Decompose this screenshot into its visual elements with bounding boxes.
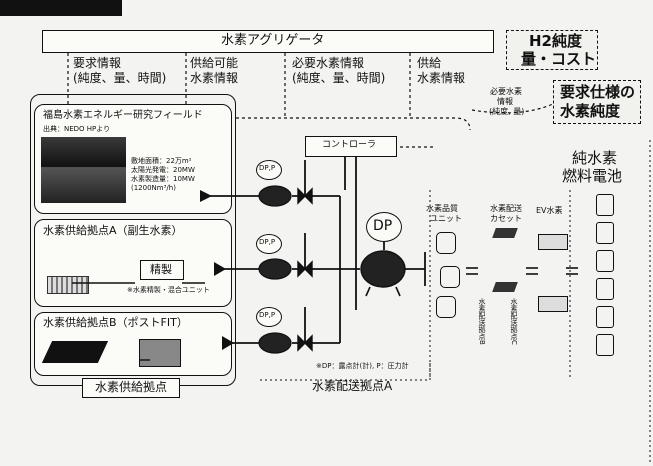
dp-gauge-1-label: DP,P xyxy=(259,164,275,172)
mix-unit-line1: 水素品質 xyxy=(426,204,458,213)
fuel-cell-icon xyxy=(596,334,614,356)
cylinder-icon xyxy=(436,232,456,254)
mix-unit-line2: ユニット xyxy=(430,214,462,223)
fuel-cell-line1: 純水素 xyxy=(572,150,617,167)
dp-gauge-3: DP,P xyxy=(256,307,282,327)
legend-note: ※DP：露点計(計), P：圧力計 xyxy=(316,362,409,370)
fuel-cell-icon xyxy=(596,222,614,244)
truck-icon xyxy=(538,234,568,250)
dp-gauge-1: DP,P xyxy=(256,160,282,180)
fuel-cell-icon xyxy=(596,278,614,300)
delivery-c-label: 水素配送拠点C xyxy=(510,298,518,345)
fuel-cell-line2: 燃料電池 xyxy=(562,168,622,185)
delivery-a-label: 水素配送拠点A xyxy=(312,380,392,394)
cassette-icon xyxy=(492,228,518,238)
dp-main-gauge: DP xyxy=(366,212,402,242)
truck-icon xyxy=(538,296,568,312)
fuel-cell-icon xyxy=(596,306,614,328)
fuel-cell-icon xyxy=(596,250,614,272)
cassette-icon xyxy=(492,282,518,292)
dp-gauge-2: DP,P xyxy=(256,234,282,254)
cart-line1: 水素配送 xyxy=(490,204,522,213)
fuel-cell-icon xyxy=(596,194,614,216)
dp-gauge-2-label: DP,P xyxy=(259,238,275,246)
delivery-b-label: 水素配送拠点B xyxy=(478,298,486,345)
cylinder-icon xyxy=(440,266,460,288)
cart-line2: カセット xyxy=(490,214,522,223)
dp-main-label: DP xyxy=(373,218,392,234)
dp-gauge-3-label: DP,P xyxy=(259,311,275,319)
cylinder-icon xyxy=(436,296,456,318)
transport-label: EV水素 xyxy=(536,206,563,215)
